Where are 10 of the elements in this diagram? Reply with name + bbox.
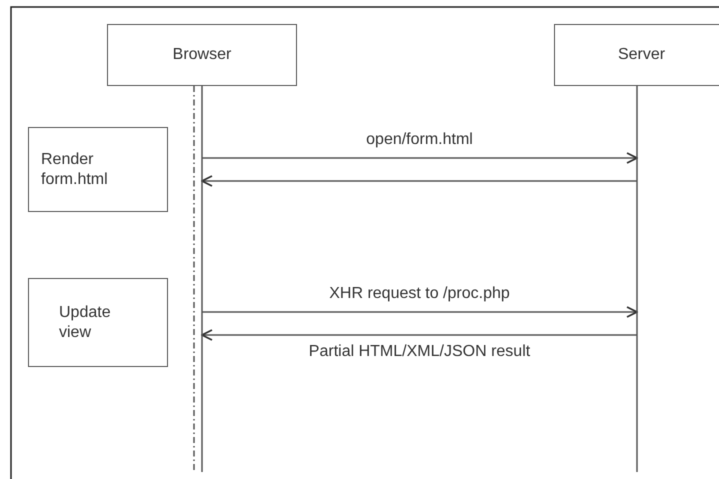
message-arrow	[201, 175, 637, 187]
box-label: Render form.html	[41, 150, 109, 190]
activity-box	[28, 127, 168, 212]
box-label: Browser	[172, 45, 232, 65]
box-label: Server	[618, 45, 666, 65]
message-arrow	[201, 329, 637, 341]
message-arrow	[202, 306, 638, 318]
message-arrow	[202, 152, 638, 164]
box-label: Update view	[59, 302, 112, 342]
activity-box	[28, 278, 168, 367]
